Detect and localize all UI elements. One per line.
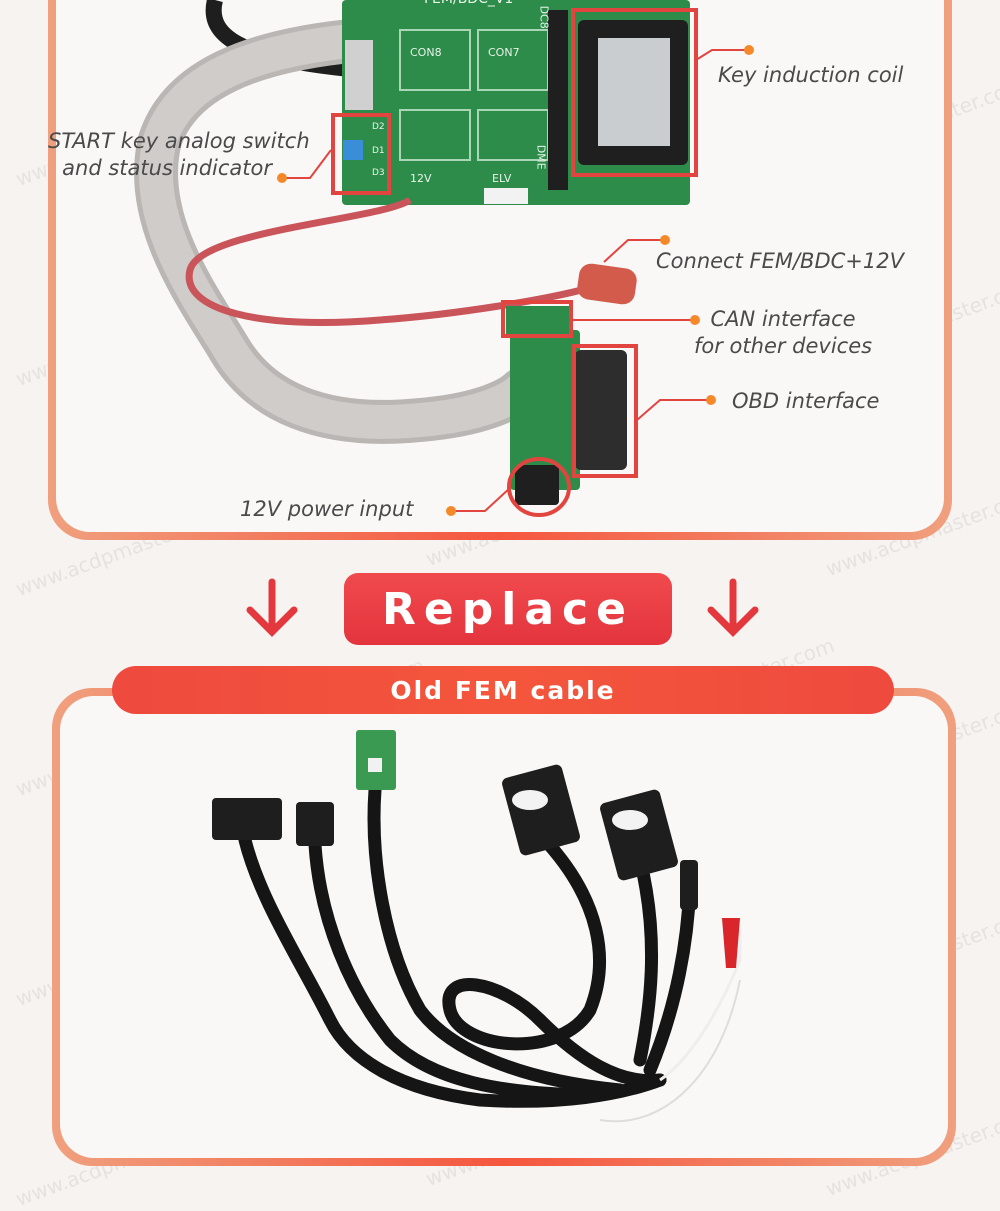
start-switch-line1: START key analog switch	[48, 129, 310, 153]
start-highlight	[331, 113, 391, 195]
replace-banner: Replace	[344, 573, 672, 645]
power-label: 12V power input	[240, 497, 414, 521]
coil-highlight	[571, 8, 698, 177]
can-line1: CAN interface	[710, 307, 856, 331]
d3-label: D3	[372, 168, 385, 178]
power-highlight	[507, 457, 571, 517]
con7-label: CON7	[488, 46, 520, 59]
old-fem-label: Old FEM cable	[390, 675, 616, 705]
replace-label: Replace	[382, 583, 634, 635]
board-title: FEM/BDC_V1	[424, 0, 513, 8]
d1-label: D1	[372, 146, 385, 156]
obd-board	[510, 330, 580, 490]
fem12v-label: Connect FEM/BDC+12V	[656, 249, 904, 273]
start-switch-line2: and status indicator	[62, 156, 272, 181]
12v-board-label: 12V	[410, 172, 432, 185]
can-label: CAN interface for other devices	[694, 306, 872, 361]
coil-dot	[744, 45, 754, 55]
can-line2: for other devices	[694, 334, 873, 359]
old-fem-banner: Old FEM cable	[112, 666, 894, 714]
bottom-panel	[60, 696, 948, 1158]
con8-label: CON8	[410, 46, 442, 59]
start-switch-label: START key analog switch and status indic…	[48, 128, 310, 183]
power-dot	[446, 506, 456, 516]
elv-label: ELV	[492, 172, 512, 185]
d2-label: D2	[372, 122, 385, 132]
key-coil-label: Key induction coil	[718, 63, 904, 87]
can-dot	[690, 315, 700, 325]
obd-highlight	[572, 344, 638, 478]
fem12v-dot	[660, 235, 670, 245]
start-dot	[277, 173, 287, 183]
obd-dot	[706, 395, 716, 405]
fem-adapter-illustration	[134, 0, 748, 517]
obd-label: OBD interface	[732, 389, 880, 413]
